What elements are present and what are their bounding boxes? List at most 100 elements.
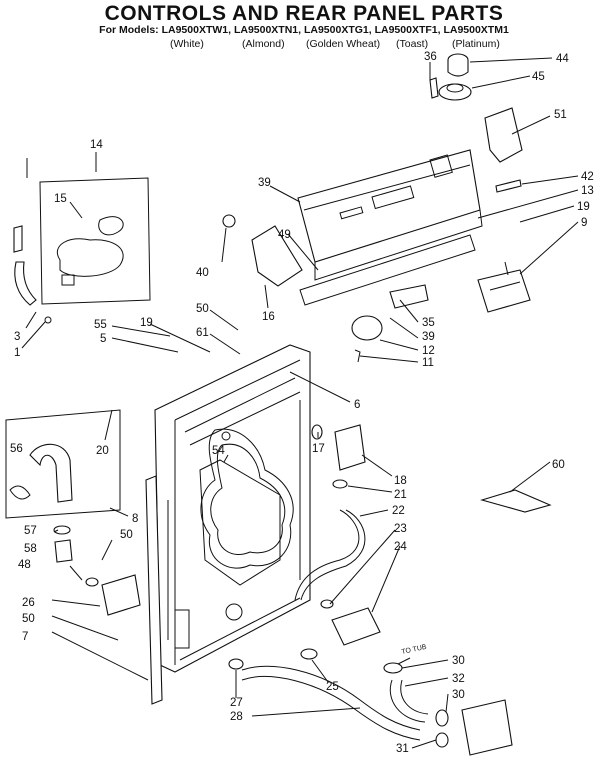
to-tub-annotation: TO TUB <box>401 644 428 656</box>
callout-49: 49 <box>278 229 291 241</box>
bracket-60 <box>480 489 552 513</box>
clamp-21 <box>332 479 348 489</box>
callout-44: 44 <box>556 53 569 65</box>
callout-32: 32 <box>452 673 465 685</box>
callout-16: 16 <box>262 311 275 323</box>
timer-assembly <box>477 261 531 313</box>
color-toast: (Toast) <box>396 38 429 50</box>
callout-42: 42 <box>581 171 594 183</box>
callout-48: 48 <box>18 559 31 571</box>
hose-28 <box>241 665 421 731</box>
clamp-30-top <box>383 662 403 674</box>
callout-13: 13 <box>581 185 594 197</box>
clamp-48 <box>85 577 99 587</box>
hose-box <box>5 409 121 519</box>
callout-55: 55 <box>94 319 107 331</box>
callout-57: 57 <box>24 525 37 537</box>
callout-labels: 36 44 45 51 42 13 19 9 39 49 40 16 35 39… <box>10 51 594 755</box>
callout-8: 8 <box>132 513 138 525</box>
callout-7: 7 <box>22 631 28 643</box>
color-almond: (Almond) <box>242 38 285 50</box>
plate-35 <box>389 284 429 309</box>
hose-22 <box>294 509 360 601</box>
screw-11 <box>354 349 361 363</box>
knob-skirt <box>438 83 472 101</box>
callout-19-right: 19 <box>577 201 590 213</box>
bracket-26 <box>101 574 141 616</box>
screw-42 <box>495 179 522 193</box>
clamp-27 <box>228 658 244 670</box>
callout-54: 54 <box>212 445 225 457</box>
callout-5: 5 <box>100 333 106 345</box>
callout-14: 14 <box>90 139 103 151</box>
control-console <box>297 149 483 306</box>
callout-1: 1 <box>14 347 20 359</box>
diagram-title: CONTROLS AND REAR PANEL PARTS <box>104 2 504 25</box>
pump-24 <box>331 607 381 646</box>
water-valve <box>334 424 366 471</box>
callout-17: 17 <box>312 443 325 455</box>
model-list: For Models: LA9500XTW1, LA9500XTN1, LA95… <box>99 24 509 36</box>
console-bracket <box>484 107 523 163</box>
callout-40: 40 <box>196 267 209 279</box>
clamp-57 <box>53 525 71 535</box>
color-white: (White) <box>170 38 204 50</box>
leader-lines <box>21 57 579 749</box>
clamp-31 <box>435 732 449 748</box>
callout-12: 12 <box>422 345 435 357</box>
selector-switch <box>351 315 383 341</box>
callout-35: 35 <box>422 317 435 329</box>
hose-28-outline <box>241 676 421 741</box>
clamp-30-bottom <box>435 709 449 727</box>
callout-30-bottom: 30 <box>452 689 465 701</box>
callout-28: 28 <box>230 711 243 723</box>
callout-25: 25 <box>326 681 339 693</box>
callout-50-top: 50 <box>196 303 209 315</box>
callout-50-low: 50 <box>22 613 35 625</box>
callout-60: 60 <box>552 459 565 471</box>
callout-19-left: 19 <box>140 317 153 329</box>
callout-50-mid: 50 <box>120 529 133 541</box>
drain-hose-left <box>13 225 52 324</box>
callout-39b: 39 <box>422 331 435 343</box>
callout-15: 15 <box>54 193 67 205</box>
knob-pin <box>429 77 439 99</box>
callout-20: 20 <box>96 445 109 457</box>
callout-22: 22 <box>392 505 405 517</box>
callout-26: 26 <box>22 597 35 609</box>
callout-31: 31 <box>396 743 409 755</box>
timer-knob <box>447 53 469 77</box>
color-platinum: (Platinum) <box>452 38 500 50</box>
callout-11: 11 <box>422 357 434 369</box>
callout-23: 23 <box>394 523 407 535</box>
power-cord-box <box>39 177 151 305</box>
callout-21: 21 <box>394 489 407 501</box>
callout-39: 39 <box>258 177 271 189</box>
side-strip-part <box>145 475 163 705</box>
switch-16 <box>251 225 303 287</box>
callout-27: 27 <box>230 697 243 709</box>
coupling-58 <box>54 539 73 563</box>
callout-30-top: 30 <box>452 655 465 667</box>
grommet-17 <box>311 424 323 440</box>
hose-22-outline <box>300 509 366 601</box>
callout-9: 9 <box>581 217 587 229</box>
callout-18: 18 <box>394 475 407 487</box>
callout-36: 36 <box>424 51 437 63</box>
hose-32-outline <box>400 679 429 715</box>
clamp-23 <box>320 599 334 609</box>
knob-40 <box>222 214 236 228</box>
clamp-25 <box>300 648 318 660</box>
callout-6: 6 <box>354 399 360 411</box>
callout-24: 24 <box>394 541 407 553</box>
callout-3: 3 <box>14 331 20 343</box>
callout-56: 56 <box>10 443 23 455</box>
callout-58: 58 <box>24 543 37 555</box>
callout-51: 51 <box>554 109 567 121</box>
color-golden-wheat: (Golden Wheat) <box>306 38 381 50</box>
pump-housing <box>461 699 513 756</box>
callout-61: 61 <box>196 327 209 339</box>
hose-32 <box>389 679 426 723</box>
rear-panel <box>154 344 311 673</box>
